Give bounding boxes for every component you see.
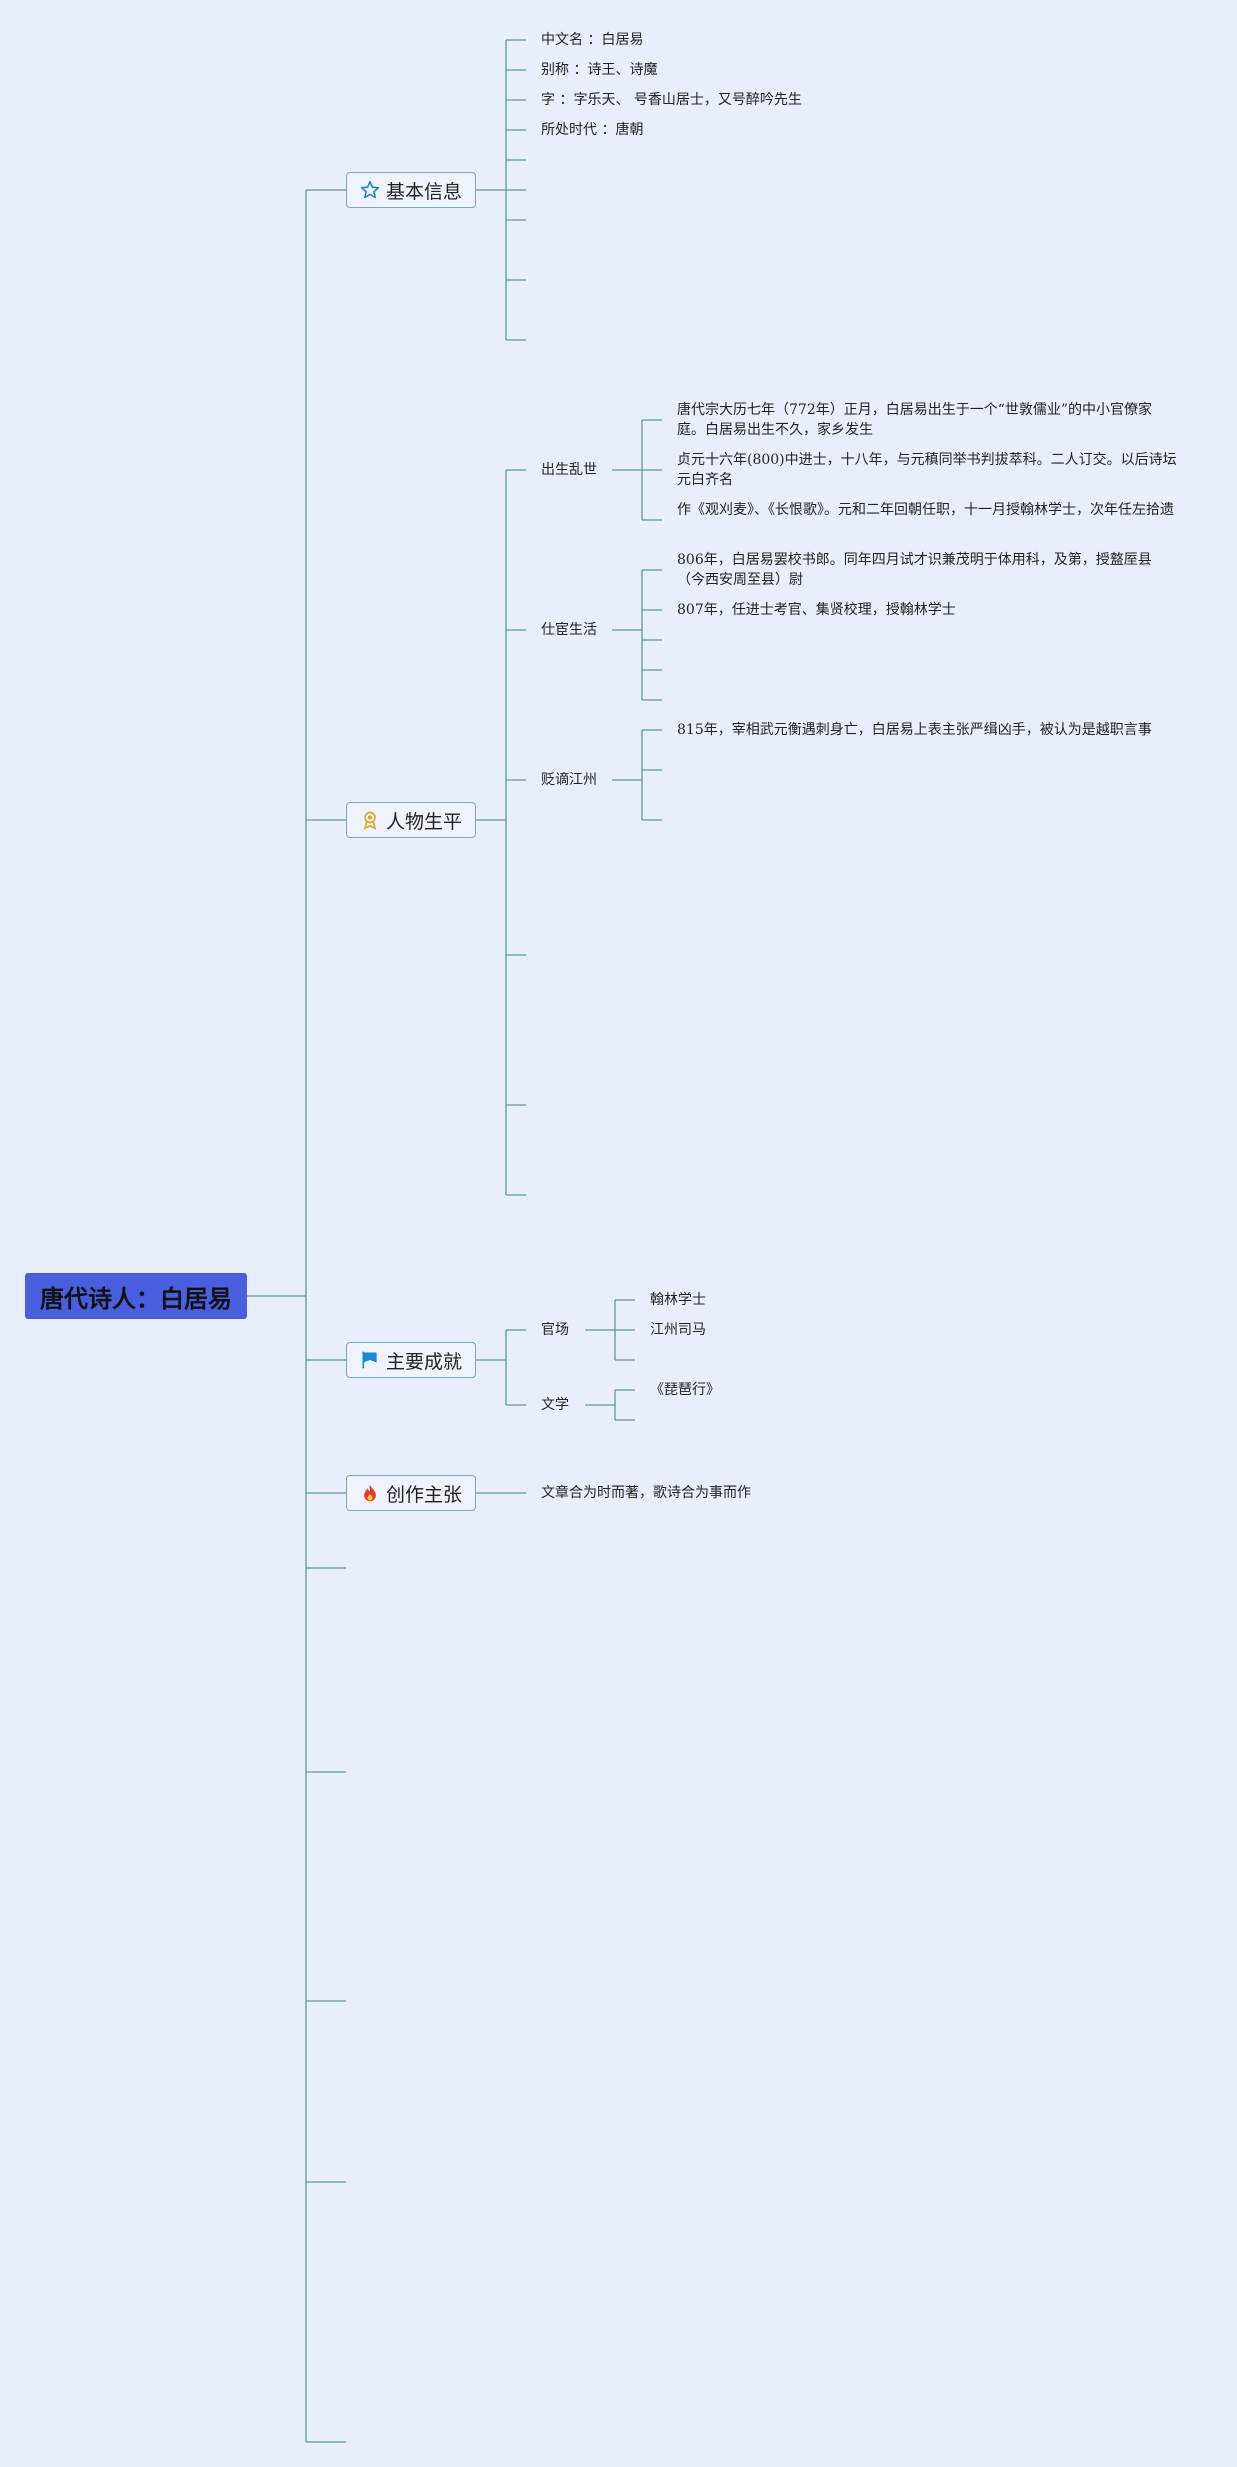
subtopic-career[interactable]: 仕宦生活 xyxy=(541,622,597,638)
official-item[interactable]: 江州司马 xyxy=(650,1322,706,1338)
career-item[interactable]: 807年，任进士考官、集贤校理，授翰林学士 xyxy=(677,602,956,618)
topic-label: 基本信息 xyxy=(385,180,462,203)
birth-item[interactable]: 贞元十六年(800)中进士，十八年，与元稹同举书判拔萃科。二人订交。以后诗坛元白… xyxy=(677,452,1177,488)
topic-label: 主要成就 xyxy=(385,1350,462,1373)
topic-label: 人物生平 xyxy=(385,810,462,833)
info-courtesy-name[interactable]: 字 ：字乐天、 号香山居士，又号醉吟先生 xyxy=(541,92,802,108)
birth-item[interactable]: 作《观刈麦》、《长恨歌》。元和二年回朝任职，十一月授翰林学士，次年任左拾遗 xyxy=(677,502,1174,518)
subtopic-official[interactable]: 官场 xyxy=(541,1322,569,1338)
flag-icon xyxy=(362,1351,377,1369)
topic-creative[interactable]: 创作主张 xyxy=(346,1475,476,1511)
topic-life[interactable]: 人物生平 xyxy=(346,802,476,838)
birth-item[interactable]: 唐代宗大历七年（772年）正月，白居易出生于一个“世敦儒业”的中小官僚家庭。白居… xyxy=(677,402,1153,438)
subtopic-literature[interactable]: 文学 xyxy=(541,1397,569,1413)
official-item[interactable]: 翰林学士 xyxy=(650,1292,706,1308)
info-key: 字 xyxy=(541,92,555,108)
literature-item[interactable]: 《琵琶行》 xyxy=(650,1382,720,1398)
subtopic-birth[interactable]: 出生乱世 xyxy=(541,462,597,478)
info-value: 字乐天、 号香山居士，又号醉吟先生 xyxy=(573,92,802,108)
info-key: 别称 xyxy=(541,62,569,78)
topic-achievements[interactable]: 主要成就 xyxy=(346,1342,476,1378)
info-value: 诗王、诗魔 xyxy=(587,62,658,78)
creative-item[interactable]: 文章合为时而著，歌诗合为事而作 xyxy=(541,1485,751,1501)
root-label: 唐代诗人：白居易 xyxy=(40,1284,232,1313)
fire-icon xyxy=(364,1484,376,1502)
root-node[interactable]: 唐代诗人：白居易 xyxy=(25,1273,247,1319)
subtopic-exile[interactable]: 贬谪江州 xyxy=(541,772,597,788)
career-item[interactable]: 806年，白居易罢校书郎。同年四月试才识兼茂明于体用科，及第，授盩厔县（今西安周… xyxy=(677,552,1152,588)
info-value: 唐朝 xyxy=(615,122,644,138)
exile-item[interactable]: 815年，宰相武元衡遇刺身亡，白居易上表主张严缉凶手，被认为是越职言事 xyxy=(677,722,1152,738)
topic-label: 创作主张 xyxy=(385,1483,462,1506)
info-value: 白居易 xyxy=(601,32,644,48)
topic-basic-info[interactable]: 基本信息 xyxy=(346,172,476,208)
info-key: 所处时代 xyxy=(541,122,597,138)
info-alias[interactable]: 别称 ：诗王、诗魔 xyxy=(541,62,658,78)
info-era[interactable]: 所处时代 ：唐朝 xyxy=(541,122,644,138)
info-chinese-name[interactable]: 中文名 ：白居易 xyxy=(541,32,644,48)
star-icon xyxy=(360,180,380,199)
info-key: 中文名 xyxy=(541,32,583,48)
medal-icon xyxy=(363,811,377,830)
